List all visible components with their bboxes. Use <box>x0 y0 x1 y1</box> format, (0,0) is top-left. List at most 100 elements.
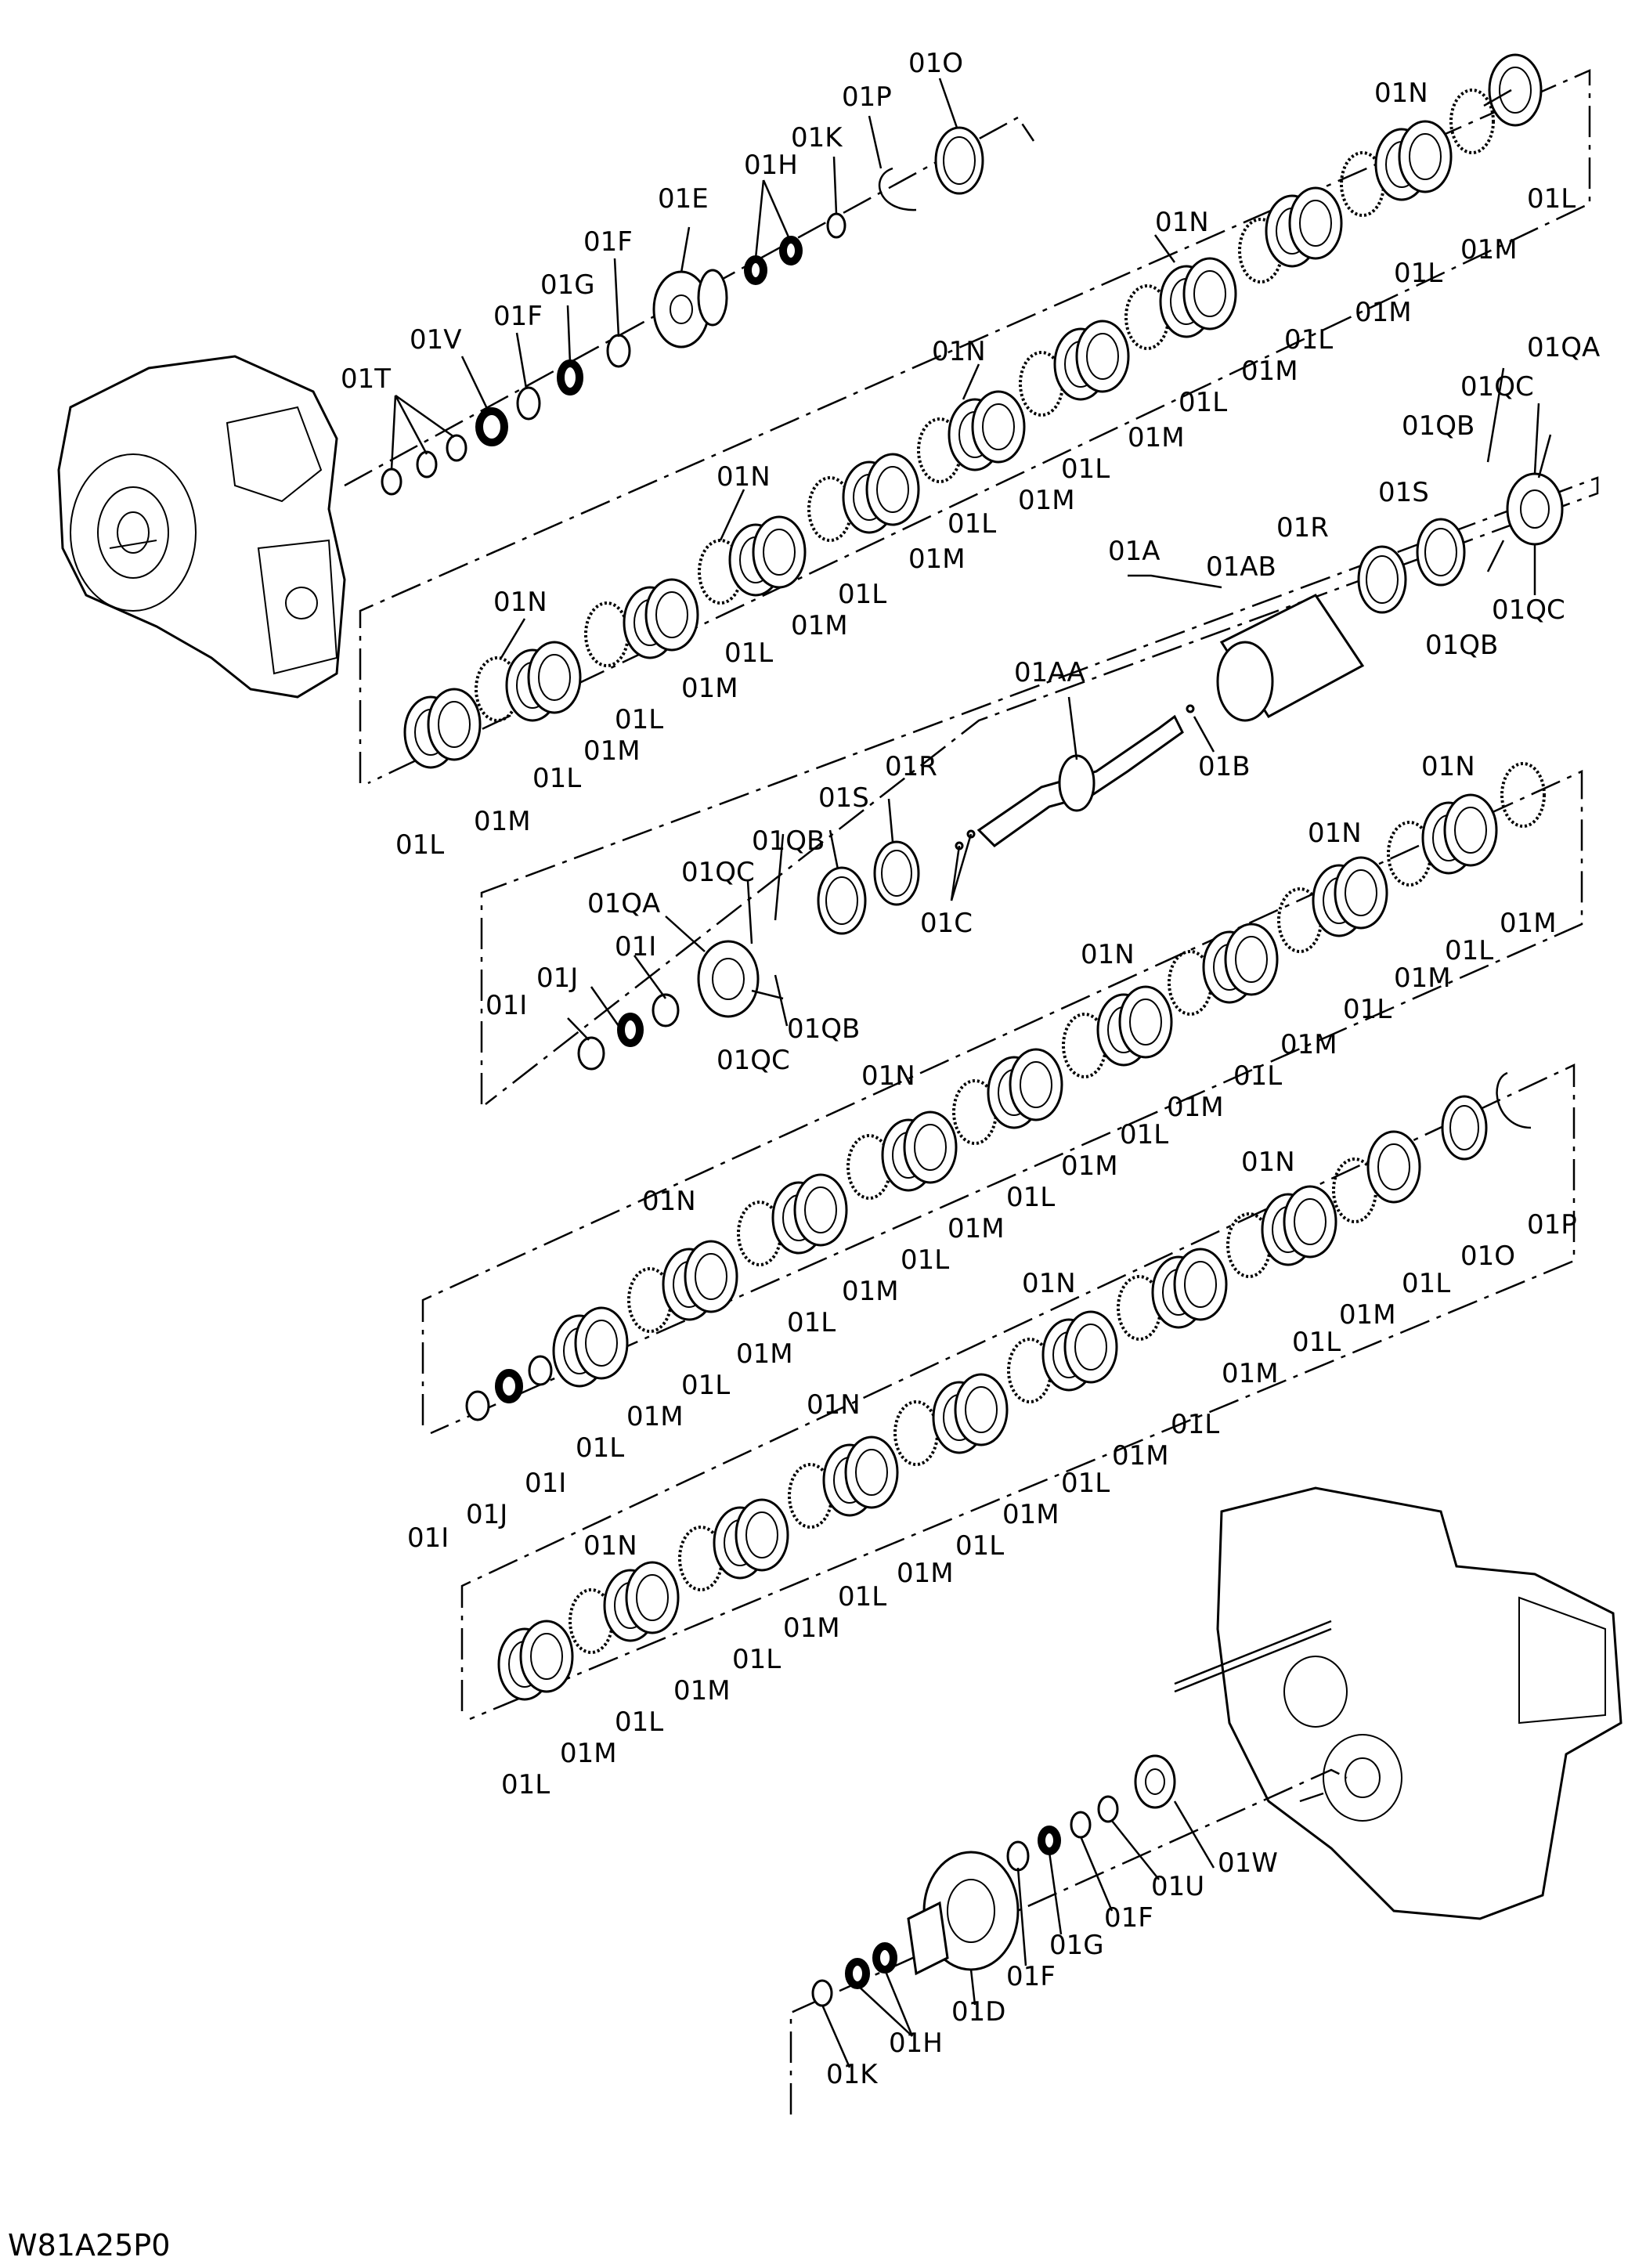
leader-lines <box>390 78 1552 2068</box>
label-01M-b4-d: 01M <box>1167 1092 1224 1123</box>
label-01L-b4-a: 01L <box>1445 935 1493 966</box>
label-01L-b4-h: 01L <box>681 1370 730 1401</box>
label-01N-b2-d: 01N <box>717 461 771 493</box>
label-01O-b4r: 01O <box>1460 1241 1515 1272</box>
label-01M-b2-c: 01M <box>1241 356 1298 387</box>
label-01QC-upper-a: 01QC <box>1460 371 1534 403</box>
label-01QB-lower-a: 01QB <box>752 825 825 857</box>
band2-clutch-stack <box>403 53 1543 769</box>
ring-01K <box>826 212 846 239</box>
label-01G-top: 01G <box>540 269 595 301</box>
label-01M-b2-e: 01M <box>1018 485 1075 516</box>
label-01M-b4r: 01M <box>1339 1299 1396 1331</box>
label-01K-top: 01K <box>791 122 843 153</box>
label-01QB-lower-b: 01QB <box>787 1013 860 1045</box>
ring-01J <box>617 1013 644 1047</box>
label-01AB: 01AB <box>1206 551 1276 583</box>
label-01M-b2-a: 01M <box>1460 234 1518 265</box>
label-01E: 01E <box>658 183 709 215</box>
label-01H-top: 01H <box>744 150 798 181</box>
label-01N-b2-e: 01N <box>493 587 547 618</box>
label-01M-b2-j: 01M <box>474 806 531 837</box>
label-01N-b4-b: 01N <box>1308 818 1362 849</box>
label-01I-b4-a: 01I <box>525 1468 566 1499</box>
label-01U: 01U <box>1151 1871 1204 1902</box>
washer-01F-a <box>516 386 541 421</box>
label-01QC-lower-a: 01QC <box>681 857 755 888</box>
label-01M-b4-h: 01M <box>736 1338 793 1370</box>
label-01L-b4-e: 01L <box>1006 1182 1055 1213</box>
label-01I-lower-a: 01I <box>615 931 656 962</box>
label-01M-b2-d: 01M <box>1128 422 1185 453</box>
label-01J-b4: 01J <box>466 1499 507 1530</box>
label-01N-b5-a: 01N <box>1022 1268 1076 1299</box>
label-01K-b6: 01K <box>826 2059 879 2090</box>
label-01M-b2-g: 01M <box>791 610 848 641</box>
label-01M-b5-b: 01M <box>1002 1499 1059 1530</box>
label-01N-b4r: 01N <box>1241 1147 1295 1178</box>
label-01L-b4-d: 01L <box>1120 1119 1168 1150</box>
label-01QB-upper-a: 01QB <box>1402 410 1475 442</box>
label-01T: 01T <box>341 363 391 395</box>
label-01L-b2-c: 01L <box>1284 324 1333 356</box>
label-01L-b4-b: 01L <box>1343 994 1392 1025</box>
label-01L-b4-f: 01L <box>901 1244 949 1276</box>
label-01L-b5-g: 01L <box>501 1769 550 1800</box>
band3-shaft-assembly <box>577 472 1564 1071</box>
label-01QB-upper-b: 01QB <box>1425 630 1498 661</box>
label-01M-b5-f: 01M <box>560 1738 617 1769</box>
label-01L-b2-k: 01L <box>395 829 444 861</box>
group-boundaries <box>344 69 1599 2115</box>
label-01L-b2-f: 01L <box>948 508 996 540</box>
label-01L-b5-e: 01L <box>732 1644 781 1675</box>
label-01L-b5-a: 01L <box>1171 1409 1219 1440</box>
label-01M-b5-a: 01M <box>1112 1440 1169 1472</box>
band5-clutch-stack <box>497 1071 1532 1701</box>
label-01F-top-b: 01F <box>583 226 633 258</box>
label-01M-b4-g: 01M <box>842 1276 899 1307</box>
label-01M-b4-e: 01M <box>1061 1150 1118 1182</box>
label-01N-b4-d: 01N <box>861 1060 915 1092</box>
label-01S-upper: 01S <box>1378 477 1429 508</box>
label-01M-b5-e: 01M <box>673 1675 731 1706</box>
ball-01B <box>1186 704 1195 713</box>
label-01F-b6-a: 01F <box>1104 1902 1153 1934</box>
band6-hub-assembly <box>811 1754 1176 2007</box>
label-01M-b2-b: 01M <box>1355 297 1412 328</box>
bearing-01W <box>1134 1754 1176 1809</box>
label-01W: 01W <box>1218 1847 1278 1879</box>
label-01L-b5-d: 01L <box>838 1581 886 1613</box>
label-01N-b2-b: 01N <box>1155 207 1209 238</box>
seal-01V <box>475 407 508 446</box>
label-01QC-upper-b: 01QC <box>1492 594 1565 626</box>
label-01L-b4r: 01L <box>1402 1268 1450 1299</box>
label-01J-lower: 01J <box>536 962 578 994</box>
label-01G-b6: 01G <box>1049 1930 1104 1961</box>
label-01L-b4-i: 01L <box>576 1432 624 1464</box>
label-01N-b4-e: 01N <box>642 1186 696 1217</box>
transmission-housing-right <box>1174 1486 1623 1920</box>
label-01H-b6: 01H <box>889 2028 943 2059</box>
label-01M-b4-a: 01M <box>1500 908 1557 939</box>
label-01I-b4-b: 01I <box>407 1522 449 1554</box>
label-01M-b4r2: 01M <box>1222 1358 1279 1389</box>
label-01F-b6-b: 01F <box>1006 1961 1056 1992</box>
label-01L-b4-g: 01L <box>787 1307 836 1338</box>
label-01N-b5-c: 01N <box>583 1530 637 1562</box>
part-labels: 01T 01V 01F 01G 01F 01E 01H 01K 01P 01O … <box>8 48 1600 2263</box>
label-01L-b2-j: 01L <box>532 763 581 794</box>
label-01M-b2-f: 01M <box>908 544 966 575</box>
transmission-housing-left <box>57 355 346 699</box>
label-01M-b4-i: 01M <box>626 1401 684 1432</box>
washer-01I-a <box>577 1036 605 1071</box>
washer-01I-b <box>652 993 680 1027</box>
label-01L-b2-g: 01L <box>838 579 886 610</box>
label-01L-b5-b: 01L <box>1061 1468 1110 1499</box>
label-01M-b2-h: 01M <box>681 673 738 704</box>
label-01S-lower: 01S <box>818 782 869 814</box>
bearing-01QA-lower <box>697 940 760 1018</box>
label-01M-b4-f: 01M <box>948 1213 1005 1244</box>
ring-01T-c <box>446 434 467 462</box>
label-01P-top: 01P <box>842 81 892 113</box>
label-01I-lower-b: 01I <box>485 990 527 1021</box>
